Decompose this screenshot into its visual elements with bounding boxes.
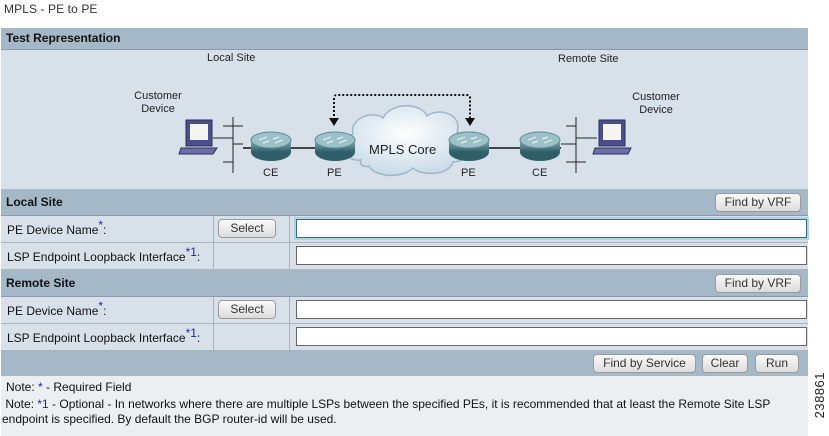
remote-site-header: Remote Site Find by VRF (1, 270, 808, 297)
local-ce-router-icon (250, 131, 292, 161)
remote-site-title: Remote Site (6, 276, 76, 290)
local-lsp-label: LSP Endpoint Loopback Interface*1: (1, 243, 214, 269)
remote-customer-device-icon (592, 119, 632, 155)
remote-lsp-label: LSP Endpoint Loopback Interface*1: (1, 324, 214, 350)
optional-marker: *1 (185, 326, 197, 340)
lsp-path-arrow-icon (329, 94, 475, 126)
remote-lan-bus (561, 117, 597, 173)
remote-ce-label: CE (532, 167, 548, 179)
find-by-service-button[interactable]: Find by Service (593, 354, 696, 373)
remote-ce-router-icon (519, 131, 561, 161)
local-lsp-endpoint-input[interactable] (296, 246, 807, 265)
figure-number: 238861 (812, 372, 827, 419)
local-pe-device-row: PE Device Name*: Select (1, 216, 808, 243)
test-representation-title: Test Representation (6, 31, 121, 45)
remote-lsp-endpoint-input[interactable] (296, 327, 807, 346)
remote-lsp-row: LSP Endpoint Loopback Interface*1: (1, 324, 808, 351)
test-representation-header: Test Representation (1, 28, 808, 50)
local-site-title: Local Site (6, 195, 63, 209)
mpls-pe-to-pe-panel: Test Representation (1, 28, 808, 436)
remote-site-label: Remote Site (558, 53, 619, 65)
local-customer-device-label: Customer Device (134, 90, 182, 115)
local-customer-device-icon (178, 119, 218, 155)
optional-marker: *1 (185, 245, 197, 259)
page-title: MPLS - PE to PE (4, 2, 98, 16)
required-marker: * (98, 299, 104, 313)
remote-pe-device-label: PE Device Name*: (1, 297, 214, 323)
remote-find-by-vrf-button[interactable]: Find by VRF (715, 274, 801, 293)
local-site-header: Local Site Find by VRF (1, 189, 808, 216)
run-button[interactable]: Run (755, 354, 799, 373)
local-pe-router-icon (314, 131, 356, 161)
local-pe-label: PE (327, 167, 342, 179)
local-lsp-row: LSP Endpoint Loopback Interface*1: (1, 243, 808, 270)
local-ce-label: CE (263, 167, 279, 179)
clear-button[interactable]: Clear (702, 354, 748, 373)
remote-pe-select-button[interactable]: Select (218, 300, 276, 319)
network-diagram: Local Site Remote Site Customer Device C… (1, 50, 808, 189)
required-marker: * (98, 218, 104, 232)
remote-pe-label: PE (461, 167, 476, 179)
remote-pe-device-row: PE Device Name*: Select (1, 297, 808, 324)
local-pe-select-button[interactable]: Select (218, 219, 276, 238)
local-pe-device-label: PE Device Name*: (1, 216, 214, 242)
action-bar: Find by Service Clear Run (1, 351, 808, 376)
remote-customer-device-label: Customer Device (632, 91, 680, 116)
remote-pe-router-icon (448, 131, 490, 161)
diagram-graphic (178, 94, 632, 177)
mpls-core-cloud-icon (343, 105, 469, 177)
required-field-note: Note: * - Required Field (6, 380, 132, 394)
optional-field-note: Note: *1 - Optional - In networks where … (2, 397, 771, 426)
local-find-by-vrf-button[interactable]: Find by VRF (715, 193, 801, 212)
local-pe-device-input[interactable] (296, 219, 807, 238)
local-lan-bus (213, 117, 243, 173)
local-site-label: Local Site (207, 52, 256, 64)
mpls-core-label: MPLS Core (369, 142, 437, 157)
remote-pe-device-input[interactable] (296, 300, 807, 319)
notes-section: Note: * - Required Field Note: *1 - Opti… (1, 376, 808, 436)
